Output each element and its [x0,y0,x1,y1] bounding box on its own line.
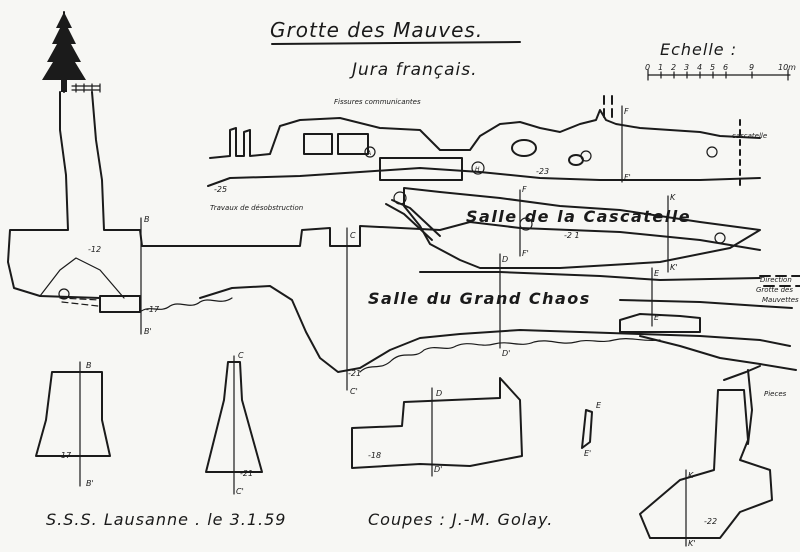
section-b: B [144,215,150,224]
cs-c-bottom: C' [236,487,244,496]
note-pieces: Pieces [764,390,787,398]
cs-k-top: K [688,471,694,480]
depth-21b: -21 [348,369,361,378]
cs-e-bottom: E' [584,449,591,458]
cs-k-bottom: K' [688,539,695,548]
section-k: K [670,193,676,202]
note-travaux: Travaux de désobstruction [210,204,303,212]
section-b-prime: B' [144,327,152,336]
scale-tick-4: 4 [697,63,702,72]
section-e: E [654,269,660,278]
cs-d-bottom: D' [434,465,442,474]
map-region: Jura français. [352,60,478,80]
cross-section-b [35,371,111,457]
depth-22: -22 [704,517,717,526]
cs-e-top: E [596,401,602,410]
fence-icon [71,83,101,93]
scale-tick-6: 6 [723,63,728,72]
section-d: D [502,255,508,264]
section-c: C [350,231,356,240]
scale-tick-5: 5 [710,63,715,72]
scale-bar: 0 1 2 3 4 5 6 9 10m [645,63,796,81]
cs-b-top: B [86,361,92,370]
survey-credit: S.S.S. Lausanne . le 3.1.59 [46,510,287,529]
depth-23: -23 [536,167,549,176]
cs-c-top: C [238,351,244,360]
scale-title: Echelle : [660,40,738,59]
tree-icon [42,11,86,93]
section-d-prime: D' [502,349,510,358]
cs-b-bottom: B' [86,479,94,488]
depth-21a: -2 1 [564,231,580,240]
depth-12: -12 [88,245,101,254]
scale-tick-0: 0 [645,63,650,72]
marker-1: A [366,150,371,157]
note-direction-1: Direction [760,276,792,284]
scale-tick-10m: 10m [778,63,796,72]
survey-markers [58,146,726,300]
depth-17: -17 [146,305,160,314]
cave-profile-outline [7,91,800,445]
scale-tick-3: 3 [684,63,689,72]
cross-section-k [639,389,773,539]
title-underline [271,41,521,45]
section-k-prime: K' [670,263,677,272]
note-direction-3: Mauvettes [762,296,799,304]
cross-section-c [205,361,263,473]
note-direction-2: Grotte des [756,286,793,294]
section-f-prime: F' [624,173,631,182]
cs-d-top: D [436,389,442,398]
depth-17b: -17 [58,451,72,460]
scale-tick-9: 9 [749,63,754,72]
section-f: F [624,107,629,116]
depth-18: -18 [368,451,381,460]
cross-section-e [581,409,593,449]
note-fissures: Fissures communicantes [334,98,421,106]
hall-grand-chaos-label: Salle du Grand Chaos [368,289,591,308]
survey-authors: Coupes : J.-M. Golay. [368,510,554,529]
map-title: Grotte des Mauves. [270,18,484,42]
scale-tick-1: 1 [658,63,663,72]
section-lines [140,105,669,391]
section-e-prime: E' [654,313,661,322]
cross-section-d [351,377,523,469]
hall-cascatelle-label: Salle de la Cascatelle [466,207,692,226]
section-f-prime-mid: F' [522,249,529,258]
scale-tick-2: 2 [671,63,676,72]
depth-25: -25 [214,185,227,194]
depth-21c: -21 [240,469,253,478]
note-cascatelle: cascatelle [732,132,767,140]
marker-h: H [475,166,480,173]
section-f-mid: F [522,185,527,194]
section-c-prime: C' [350,387,358,396]
